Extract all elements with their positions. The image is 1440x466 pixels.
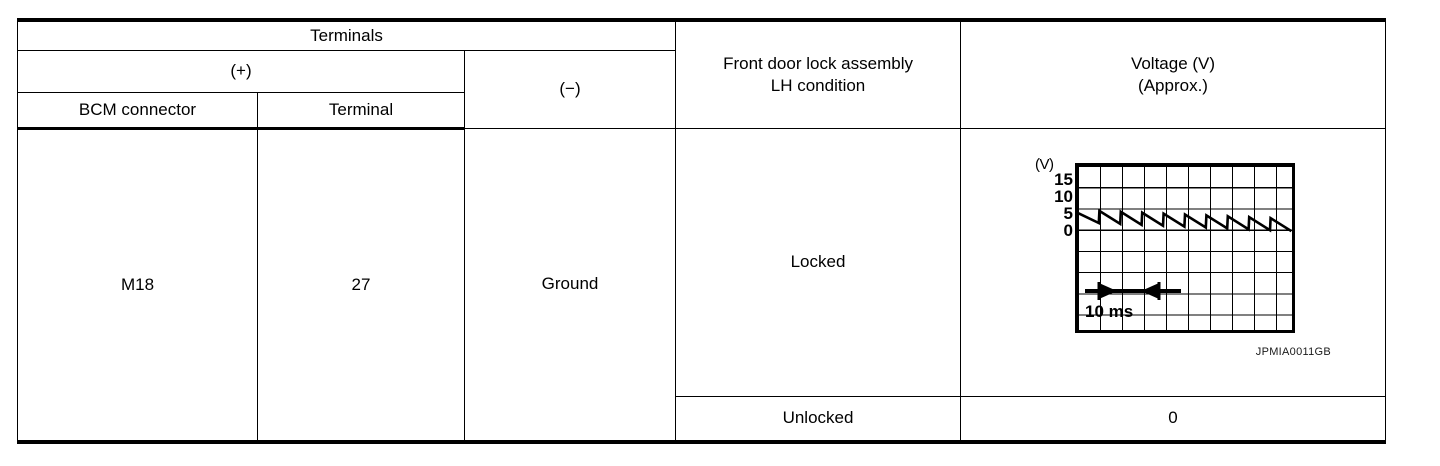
y-tick-0: 0 bbox=[1063, 220, 1074, 240]
oscilloscope-figure: (V) 15 10 5 0 bbox=[1023, 155, 1331, 370]
header-terminal: Terminal bbox=[257, 91, 465, 130]
cell-voltage-waveform: (V) 15 10 5 0 bbox=[960, 127, 1387, 397]
header-row-terminals: Terminals Front door lock assembly LH co… bbox=[16, 19, 1387, 129]
cell-negative: Ground bbox=[463, 127, 677, 443]
y-tick-5: 5 bbox=[1063, 203, 1074, 223]
waveform-grid bbox=[1075, 162, 1296, 333]
cell-condition-unlocked: Unlocked bbox=[675, 395, 962, 443]
header-row-subcolumns: BCM connector Terminal bbox=[17, 91, 1386, 130]
header-condition-line2: LH condition bbox=[770, 75, 866, 95]
header-terminals: Terminals bbox=[16, 19, 677, 51]
header-bcm-connector: BCM connector bbox=[17, 91, 258, 130]
time-span-arrow-icon bbox=[1085, 281, 1182, 300]
header-voltage-sub: (Approx.) bbox=[1138, 75, 1208, 95]
waveform-unit-label: (V) bbox=[1035, 155, 1054, 173]
header-condition: Front door lock assembly LH condition bbox=[675, 19, 962, 129]
header-row-polarity: (+) (−) bbox=[17, 49, 1386, 129]
waveform-trace bbox=[1078, 208, 1293, 232]
header-negative: (−) bbox=[463, 49, 677, 129]
bcm-terminal-voltage-table: Terminals Front door lock assembly LH co… bbox=[16, 18, 1387, 444]
cell-voltage-zero: 0 bbox=[960, 395, 1387, 443]
table-row: Unlocked 0 bbox=[18, 395, 1387, 443]
cell-condition-locked: Locked bbox=[675, 127, 962, 397]
table-row: M18 27 Ground Locked (V) 15 10 5 0 bbox=[17, 127, 1387, 443]
header-condition-line1: Front door lock assembly bbox=[723, 54, 913, 73]
figure-reference-code: JPMIA0011GB bbox=[1255, 345, 1332, 358]
header-positive: (+) bbox=[17, 49, 465, 93]
cell-bcm-connector: M18 bbox=[17, 127, 258, 443]
y-tick-10: 10 bbox=[1054, 186, 1074, 206]
header-voltage-main: Voltage (V) bbox=[1130, 54, 1216, 73]
y-tick-15: 15 bbox=[1054, 169, 1074, 189]
cell-terminal: 27 bbox=[257, 127, 465, 443]
header-voltage: Voltage (V) (Approx.) bbox=[960, 19, 1387, 129]
waveform-time-label: 10 ms bbox=[1085, 301, 1134, 321]
waveform-y-axis: 15 10 5 0 bbox=[1039, 171, 1073, 239]
